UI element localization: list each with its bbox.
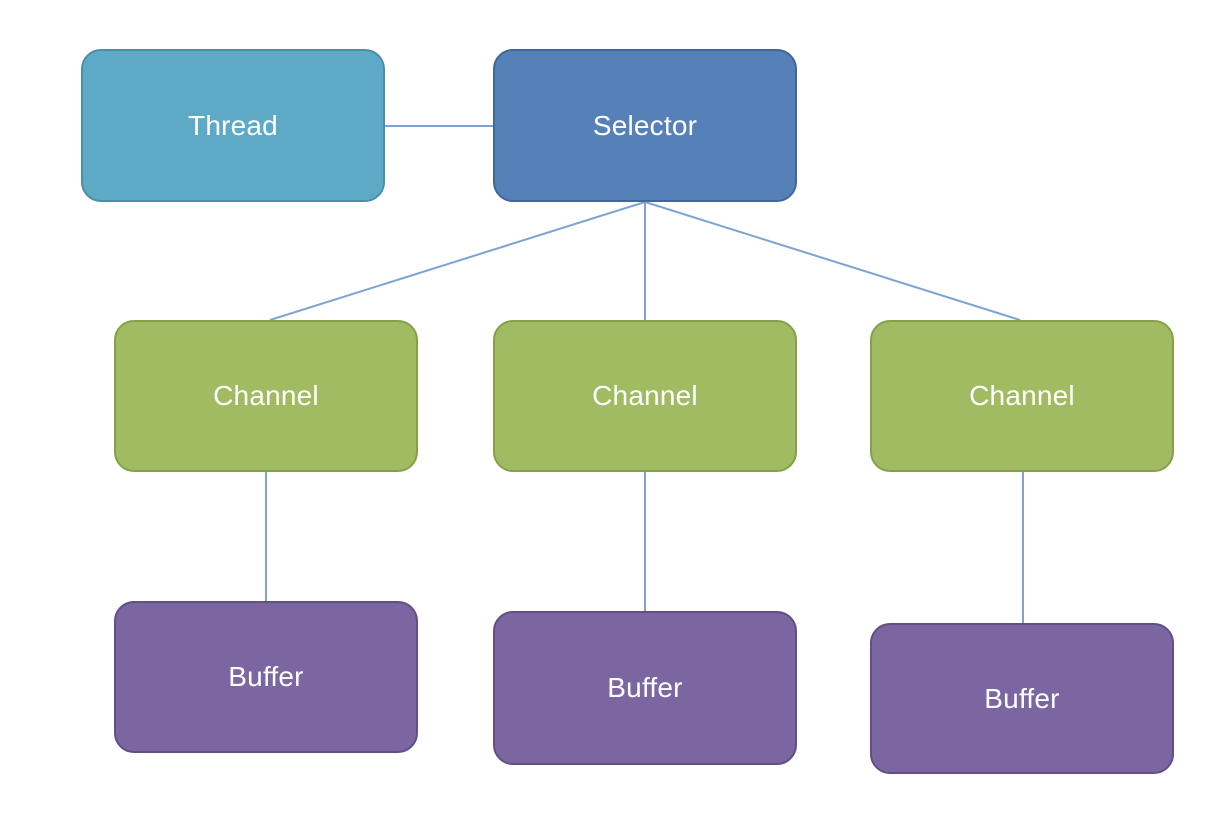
channel-node-1: Channel	[114, 320, 418, 472]
thread-node: Thread	[81, 49, 385, 202]
channel-label-2: Channel	[592, 380, 698, 411]
channel-label-1: Channel	[213, 380, 319, 411]
selector-label: Selector	[592, 109, 698, 141]
buffer-label-1: Buffer	[228, 661, 304, 692]
channel-label-3: Channel	[969, 380, 1075, 411]
buffer-node-2: Buffer	[493, 611, 797, 765]
edge-selector-channel-1	[269, 201, 646, 321]
buffer-node-3: Buffer	[870, 623, 1174, 774]
buffer-label-3: Buffer	[984, 682, 1060, 714]
channel-node-3: Channel	[870, 320, 1174, 472]
buffer-label-2: Buffer	[607, 672, 683, 703]
channel-node-2: Channel	[493, 320, 797, 472]
selector-node: Selector	[493, 49, 797, 202]
thread-label: Thread	[188, 109, 278, 141]
edge-selector-channel-3	[644, 201, 1021, 321]
buffer-node-1: Buffer	[114, 601, 418, 753]
